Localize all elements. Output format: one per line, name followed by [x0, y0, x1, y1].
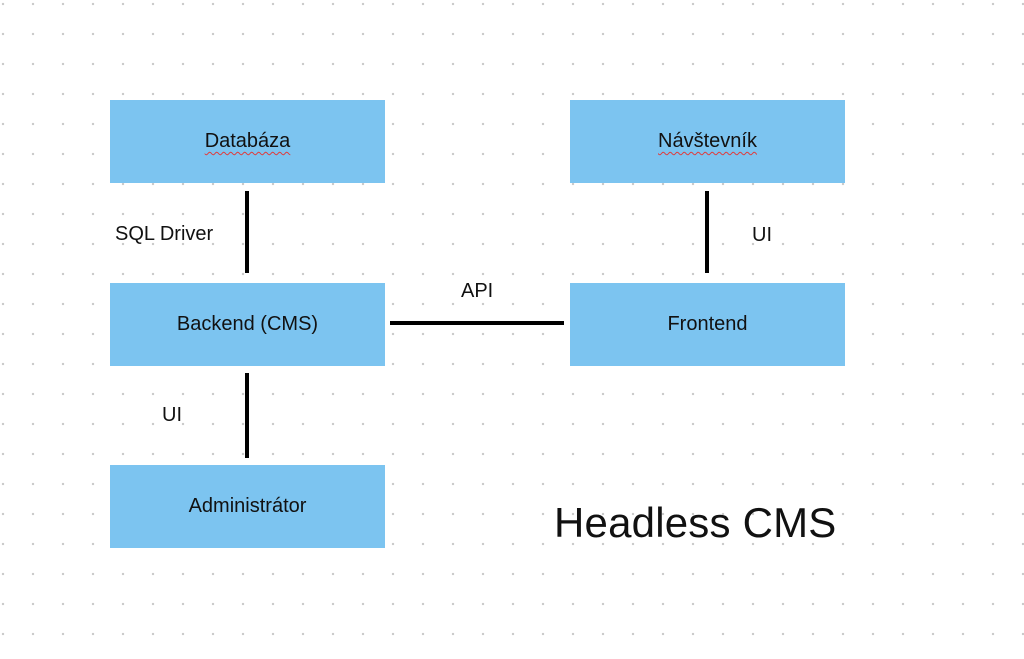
connector-backend-administrator[interactable]	[245, 373, 249, 458]
node-backend[interactable]: Backend (CMS)	[110, 283, 385, 366]
node-visitor[interactable]: Návštevník	[570, 100, 845, 183]
connector-backend-frontend[interactable]	[390, 321, 564, 325]
node-database[interactable]: Databáza	[110, 100, 385, 183]
edge-label-api: API	[461, 280, 494, 302]
connector-visitor-frontend[interactable]	[705, 191, 709, 273]
edge-label-ui-visitor: UI	[752, 224, 772, 246]
node-frontend[interactable]: Frontend	[570, 283, 845, 366]
node-database-label: Databáza	[204, 130, 291, 152]
node-visitor-label: Návštevník	[658, 130, 757, 152]
node-administrator[interactable]: Administrátor	[110, 465, 385, 548]
edge-label-ui-admin: UI	[162, 404, 182, 426]
node-frontend-label: Frontend	[667, 313, 748, 335]
edge-label-sql-driver: SQL Driver	[115, 223, 214, 245]
node-administrator-label: Administrátor	[188, 495, 307, 517]
connector-database-backend[interactable]	[245, 191, 249, 273]
diagram-title: Headless CMS	[554, 499, 837, 546]
node-backend-label: Backend (CMS)	[176, 313, 319, 335]
